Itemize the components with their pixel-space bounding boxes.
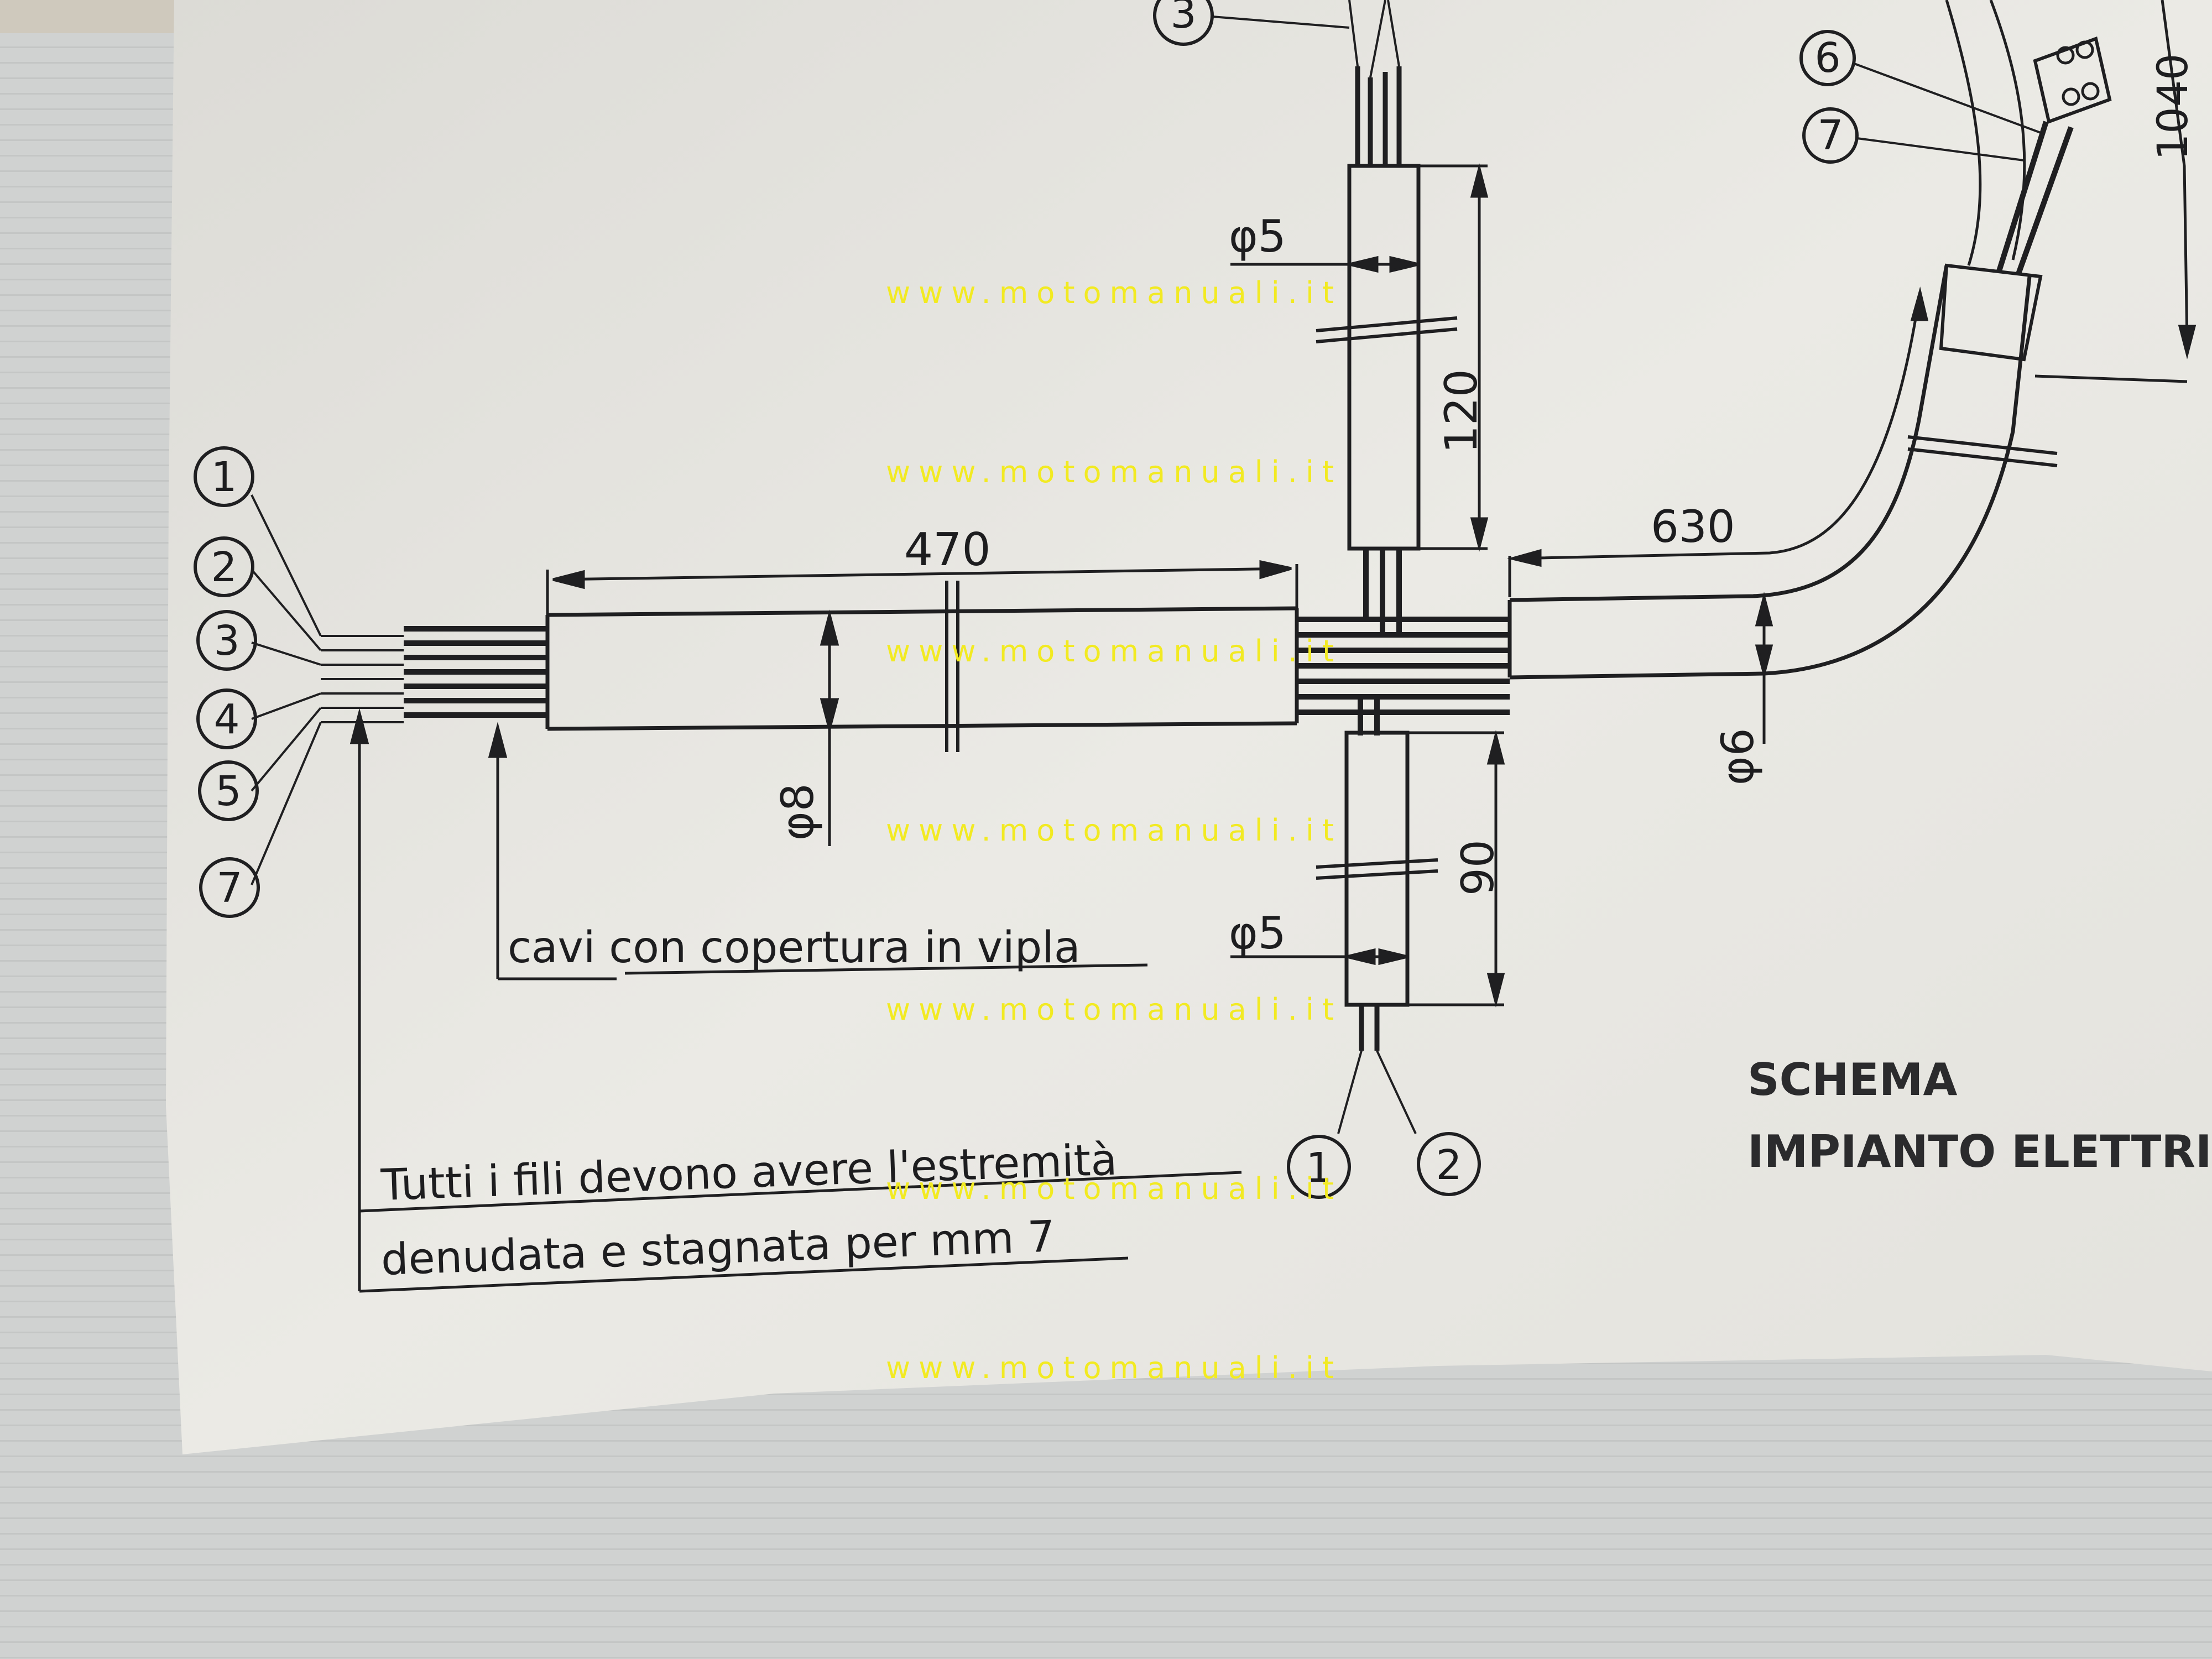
right-diameter-dimension (1755, 592, 1773, 744)
right-diameter-label: φ6 (1712, 728, 1764, 785)
wire-marker-2 (194, 536, 254, 597)
terminal-block (2033, 36, 2112, 124)
wire-marker-3-label: 3 (213, 617, 239, 665)
top-right-marker-6-label: 6 (1814, 34, 1840, 82)
watermark: www.motomanuali.it (886, 813, 1342, 848)
lower-branch-break (1316, 858, 1438, 880)
upper-diameter-label: φ5 (1229, 211, 1286, 262)
lower-length-label: 90 (1452, 839, 1504, 896)
upper-length-label: 120 (1436, 369, 1487, 453)
lower-wire-marker-2-label: 2 (1436, 1141, 1462, 1189)
top-wire-marker-leader (1212, 15, 1350, 29)
upper-branch-wires (1355, 66, 1402, 166)
wire-marker-1 (194, 446, 254, 507)
marker-7-leader (1856, 137, 2025, 161)
wire-marker-4-label: 4 (213, 696, 239, 743)
paper-corner-top-left (0, 0, 188, 33)
wire-marker-3 (196, 610, 257, 671)
wire-marker-4 (196, 688, 257, 749)
top-right-marker-7 (1802, 107, 1859, 164)
right-length-dimension (1507, 286, 1929, 597)
far-right-dimension (2034, 0, 2197, 383)
wire-marker-5-label: 5 (215, 768, 241, 815)
note-leaders (349, 708, 1242, 1293)
upper-diameter-dimension (1230, 255, 1419, 273)
right-branch (1507, 265, 2032, 680)
left-wire-markers: 1 2 3 4 5 7 (194, 446, 260, 918)
top-wire-marker-3-label: 3 (1170, 0, 1196, 38)
watermark: www.motomanuali.it (886, 1350, 1342, 1385)
watermark: www.motomanuali.it (886, 992, 1342, 1027)
top-wire-marker-3 (1153, 0, 1214, 46)
diagram-title-line-2: IMPIANTO ELETTRIC (1747, 1126, 2212, 1177)
main-diameter-dimension (820, 609, 839, 846)
main-length-label: 470 (904, 524, 991, 576)
cable-cover-note: cavi con copertura in vipla (508, 923, 1081, 973)
upper-length-dimension (1418, 163, 1489, 552)
upper-branch-break (1316, 316, 1458, 343)
diagram-title-line-1: SCHEMA (1747, 1054, 1958, 1105)
main-length-dimension (546, 560, 1298, 615)
lower-diameter-dimension (1230, 948, 1408, 966)
lower-diameter-label: φ5 (1229, 907, 1286, 959)
main-diameter-label: φ8 (772, 783, 823, 841)
lower-wire-marker-1-label: 1 (1306, 1144, 1332, 1192)
lower-wire-marker-1 (1287, 1135, 1351, 1199)
junction-wires (1297, 547, 1510, 735)
lower-branch-wire-tails (1337, 1050, 1417, 1134)
wire-marker-2-label: 2 (211, 544, 237, 591)
wire-marker-7-label: 7 (216, 864, 242, 912)
watermark: www.motomanuali.it (886, 275, 1342, 310)
main-cable-break (945, 581, 959, 752)
left-wire-tails (251, 494, 404, 885)
watermark: www.motomanuali.it (886, 455, 1342, 489)
right-branch-sleeve (1939, 263, 2043, 362)
far-right-length-label: 1040 (2148, 54, 2197, 160)
top-right-marker-6 (1799, 30, 1856, 86)
watermark: www.motomanuali.it (886, 1171, 1342, 1206)
right-branch-break (1907, 435, 2058, 467)
watermark: www.motomanuali.it (886, 634, 1342, 669)
watermarks: www.motomanuali.it www.motomanuali.it ww… (886, 275, 1342, 1385)
left-wire-bundle (404, 626, 547, 718)
wire-marker-5 (198, 760, 259, 821)
right-length-label: 630 (1651, 501, 1735, 552)
paper-sheet (166, 0, 2212, 1454)
wire-marker-7 (199, 857, 260, 918)
main-cable (545, 606, 1299, 731)
outer-curves (1945, 0, 2026, 266)
marker-6-leader (1854, 62, 2041, 134)
lower-length-dimension (1407, 730, 1505, 1008)
lower-branch-wires (1359, 1005, 1380, 1051)
top-right-marker-7-label: 7 (1817, 112, 1843, 159)
lower-wire-marker-2 (1417, 1132, 1481, 1196)
wire-marker-1-label: 1 (211, 453, 237, 501)
upper-branch-wire-tails (1348, 0, 1400, 78)
